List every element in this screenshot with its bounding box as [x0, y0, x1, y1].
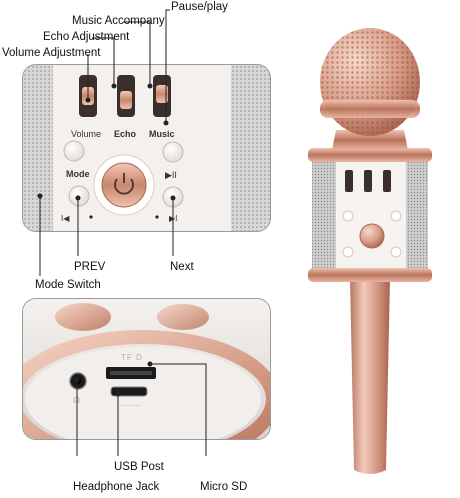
callout-pause-play: Pause/play: [171, 1, 228, 13]
power-icon: [114, 178, 134, 195]
rose-gold-ring: [23, 330, 270, 439]
callout-music-accompany: Music Accompany: [72, 15, 165, 27]
callout-headphone-jack: Headphone Jack: [73, 481, 160, 493]
callout-usb-post: USB Post: [114, 461, 164, 473]
mode-label: Mode: [66, 169, 90, 179]
echo-slider[interactable]: [117, 75, 135, 117]
top-buttons-blur: [55, 303, 111, 331]
callout-micro-sd: Micro SD: [200, 481, 248, 493]
micro-sd-leader: [150, 363, 207, 456]
control-panel-drawing: Volume Echo Music ▶II Mode I◀ ▶I: [23, 65, 270, 231]
echo-label: Echo: [114, 129, 137, 139]
microphone-handle: [350, 278, 390, 474]
power-knob[interactable]: [101, 162, 147, 208]
pause-play-leader: [165, 9, 170, 123]
tf-label: TF D: [121, 353, 143, 362]
callout-volume-adjustment: Volume Adjustment: [2, 47, 101, 59]
music-label: Music: [149, 129, 175, 139]
control-panel-inset: Volume Echo Music ▶II Mode I◀ ▶I: [22, 64, 271, 232]
callout-prev: PREV: [74, 261, 106, 273]
play-glyph: ▶II: [165, 170, 177, 180]
svg-text:— — —: — — —: [120, 403, 141, 409]
volume-label: Volume: [71, 129, 101, 139]
callout-mode-switch: Mode Switch: [35, 279, 101, 291]
ports-inset: ☊ TF D — — —: [22, 298, 271, 440]
music-leader: [123, 21, 151, 86]
microphone-neck: [332, 130, 408, 150]
callout-next: Next: [170, 261, 194, 273]
prev-glyph: I◀: [61, 214, 70, 223]
callout-echo-adjustment: Echo Adjustment: [43, 31, 130, 43]
ports-drawing: ☊ TF D — — —: [23, 299, 270, 439]
volume-button[interactable]: [63, 140, 85, 162]
pause-play-button[interactable]: [162, 141, 184, 163]
microphone-image: [308, 28, 432, 474]
echo-leader: [92, 37, 115, 86]
